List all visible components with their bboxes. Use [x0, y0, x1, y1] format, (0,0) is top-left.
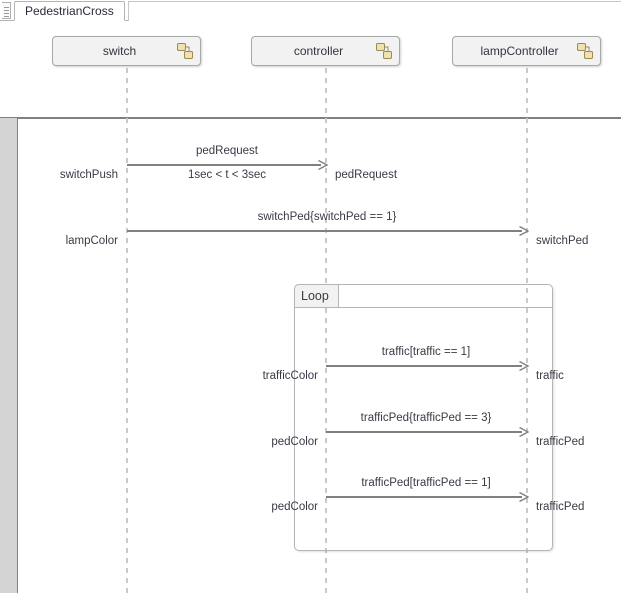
header-separator [0, 117, 621, 119]
port-label-switchped[interactable]: switchPed [536, 235, 589, 247]
message-label-trafficped-1[interactable]: trafficPed[trafficPed == 1] [361, 477, 491, 489]
port-label-pedcolor-1[interactable]: pedColor [271, 436, 318, 448]
message-constraint-pedrequest[interactable]: 1sec < t < 3sec [188, 169, 266, 181]
loop-fragment-label-tab[interactable]: Loop [294, 284, 339, 308]
loop-tab-divider [294, 307, 553, 308]
lifeline-head-controller[interactable]: controller [251, 36, 400, 66]
message-arrowhead-trafficped-3 [519, 427, 529, 437]
message-arrowhead-switchped [519, 226, 529, 236]
loop-fragment-label: Loop [301, 289, 329, 303]
tab-pedestriancross[interactable]: PedestrianCross [14, 1, 125, 21]
message-arrowhead-traffic [519, 361, 529, 371]
port-label-switchpush[interactable]: switchPush [59, 169, 118, 181]
message-arrowhead-trafficped-1 [519, 492, 529, 502]
lifeline-line-controller [325, 68, 327, 593]
port-label-trafficcolor[interactable]: trafficColor [262, 370, 318, 382]
port-label-lampcolor[interactable]: lampColor [65, 235, 118, 247]
lifeline-head-switch[interactable]: switch [52, 36, 201, 66]
lifeline-label-switch: switch [102, 44, 137, 58]
diagram-canvas[interactable]: switch controller lampController pedRequ… [0, 21, 621, 593]
message-label-trafficped-3[interactable]: trafficPed{trafficPed == 3} [360, 412, 492, 424]
left-gutter [0, 118, 18, 593]
component-icon [376, 43, 392, 59]
message-line-trafficped-3[interactable] [326, 431, 522, 433]
combined-fragment-loop[interactable] [294, 284, 553, 551]
port-label-traffic[interactable]: traffic [536, 370, 564, 382]
message-line-traffic[interactable] [326, 365, 522, 367]
message-line-trafficped-1[interactable] [326, 496, 522, 498]
message-label-pedrequest[interactable]: pedRequest [195, 145, 259, 157]
message-line-switchped[interactable] [127, 230, 522, 232]
message-label-switchped[interactable]: switchPed{switchPed == 1} [257, 211, 397, 223]
lifeline-line-lampcontroller [526, 68, 528, 593]
message-line-pedrequest[interactable] [127, 164, 321, 166]
editor-tab-bar: PedestrianCross [0, 0, 621, 21]
lifeline-label-controller: controller [293, 44, 344, 58]
port-label-trafficped-2[interactable]: trafficPed [536, 501, 585, 513]
component-icon [177, 43, 193, 59]
lifeline-label-lampcontroller: lampController [480, 44, 559, 58]
message-label-traffic[interactable]: traffic[traffic == 1] [381, 346, 471, 358]
port-label-pedcolor-2[interactable]: pedColor [271, 501, 318, 513]
port-label-trafficped-1[interactable]: trafficPed [536, 436, 585, 448]
port-label-pedrequest[interactable]: pedRequest [335, 169, 398, 181]
message-arrowhead-pedrequest [318, 160, 328, 170]
menu-handle-icon[interactable] [2, 2, 11, 19]
component-icon [577, 43, 593, 59]
lifeline-line-switch [126, 68, 128, 593]
tab-label: PedestrianCross [25, 4, 114, 18]
lifeline-head-lampcontroller[interactable]: lampController [452, 36, 601, 66]
tab-empty-area[interactable] [128, 1, 621, 21]
